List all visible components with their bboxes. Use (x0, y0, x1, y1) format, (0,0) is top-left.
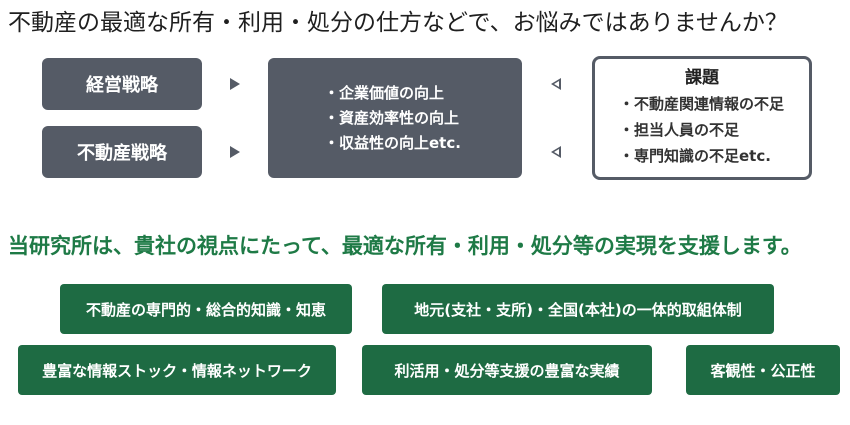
goals-box: ・企業価値の向上 ・資産効率性の向上 ・収益性の向上etc. (268, 58, 522, 178)
arrow-left-icon (551, 78, 561, 90)
strategy-box-real-estate: 不動産戦略 (42, 126, 202, 178)
arrow-left-icon (551, 146, 561, 158)
goal-item: ・企業価値の向上 (324, 83, 445, 102)
issues-title: 課題 (685, 68, 719, 88)
strategy-box-management: 経営戦略 (42, 58, 202, 110)
support-headline: 当研究所は、貴社の視点にたって、最適な所有・利用・処分等の実現を支援します。 (8, 234, 802, 258)
issue-item: ・専門知識の不足etc. (619, 147, 771, 165)
issue-item: ・担当人員の不足 (619, 121, 740, 139)
strength-box: 地元(支社・支所)・全国(本社)の一体的取組体制 (382, 284, 774, 334)
strength-box: 豊富な情報ストック・情報ネットワーク (18, 345, 336, 395)
issues-box: 課題 ・不動産関連情報の不足 ・担当人員の不足 ・専門知識の不足etc. (592, 56, 812, 180)
strength-box: 利活用・処分等支援の豊富な実績 (362, 345, 652, 395)
page-heading: 不動産の最適な所有・利用・処分の仕方などで、お悩みではありませんか？ (8, 10, 788, 36)
strength-box: 客観性・公正性 (686, 345, 840, 395)
goal-item: ・収益性の向上etc. (324, 133, 461, 152)
arrow-right-icon (230, 78, 240, 90)
arrow-right-icon (230, 146, 240, 158)
strength-box: 不動産の専門的・総合的知識・知恵 (60, 284, 352, 334)
goal-item: ・資産効率性の向上 (324, 108, 460, 127)
issue-item: ・不動産関連情報の不足 (619, 95, 785, 113)
